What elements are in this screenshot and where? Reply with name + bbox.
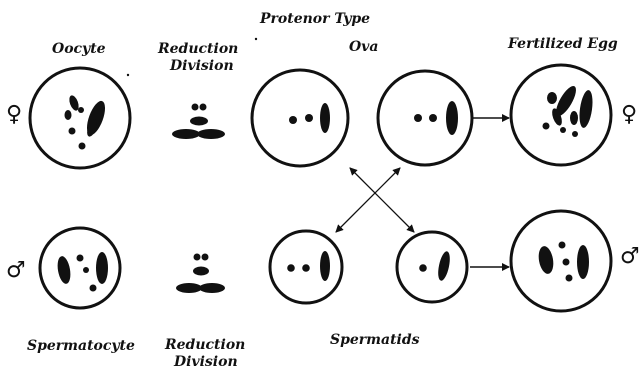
label-protenor-type: Protenor Type: [260, 11, 371, 27]
label-spermatids: Spermatids: [330, 332, 420, 348]
label-fertilized-egg: Fertilized Egg: [508, 36, 618, 52]
cross-arrow-ovum1-spermatid2: [349, 167, 415, 233]
label-spermatocyte: Spermatocyte: [27, 338, 135, 354]
label-reduction-bottom-1: Reduction: [165, 337, 246, 353]
oocyte-cell: [28, 66, 132, 170]
cross-arrow-ovum2-spermatid1: [335, 167, 401, 233]
female-symbol-left: ♀: [6, 102, 23, 127]
reduction-division-bottom-figure: [176, 253, 225, 293]
ovum-1-cell: [250, 68, 350, 168]
spermatid-2-cell: [395, 230, 469, 304]
label-reduction-bottom-2: Division: [174, 354, 238, 370]
male-symbol-left: ♂: [6, 258, 26, 283]
reduction-division-top-figure: [172, 103, 225, 139]
label-reduction-top-1: Reduction: [158, 41, 239, 57]
label-oocyte: Oocyte: [52, 41, 106, 57]
fertilized-egg-cell: [509, 63, 613, 167]
spermatocyte-cell: [38, 226, 122, 310]
ovum-2-cell: [376, 69, 474, 167]
male-fertilized-egg-cell: [509, 209, 613, 313]
spermatid-1-cell: [268, 229, 344, 305]
female-symbol-right: ♀: [621, 102, 638, 127]
male-symbol-right: ♂: [620, 244, 640, 269]
label-ova: Ova: [349, 39, 379, 55]
label-reduction-top-2: Division: [170, 58, 234, 74]
